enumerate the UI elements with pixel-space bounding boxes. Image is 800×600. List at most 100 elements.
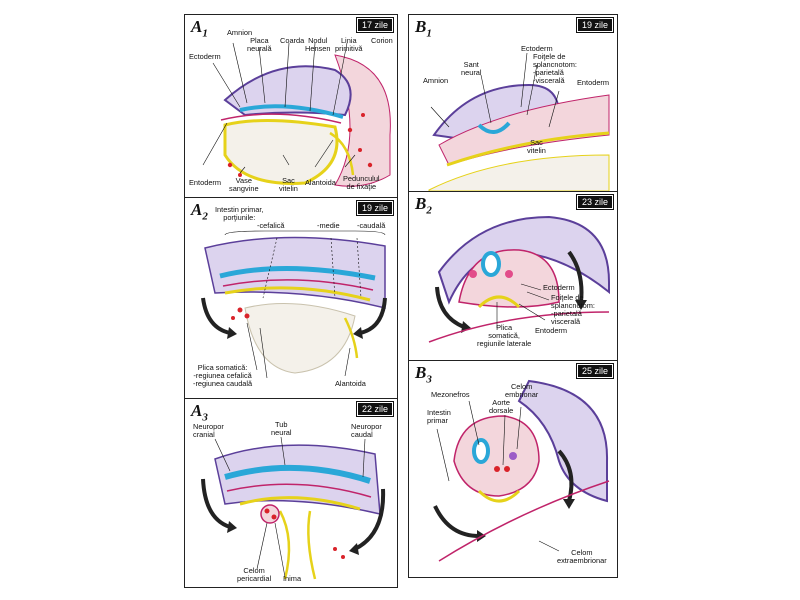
panel-a1-day-badge: 17 zile: [355, 17, 395, 33]
a3-folding-arrows: [201, 478, 386, 551]
b2-label-plica: Plica somatică, regiunile laterale: [477, 323, 532, 348]
a3-label-neuropor-cranial: Neuropor cranial: [193, 422, 224, 439]
a2-ectoderm: [219, 265, 376, 281]
panel-b3-day-badge: 25 zile: [575, 363, 615, 379]
a2-folding-arrows: [201, 297, 387, 335]
a3-leader-lines: [214, 436, 366, 578]
b2-endoderm-fold: [477, 295, 521, 309]
a1-ectoderm: [239, 104, 344, 119]
a1-label-corion: Corion: [371, 36, 393, 45]
panel-b2-illustration: [428, 215, 610, 343]
a3-blood-vessels: [264, 508, 345, 559]
panel-a1-label: A1: [191, 17, 208, 40]
a2-leader-lines: [246, 322, 351, 379]
b1-label-amnion: Amnion: [423, 76, 449, 85]
a1-label-entoderm: Entoderm: [189, 178, 222, 187]
a3-label-tub: Tub neural: [271, 420, 292, 437]
b3-mesonephros: [509, 452, 517, 460]
a3-arrow-head-right: [349, 543, 359, 555]
panel-b3-label: B3: [415, 363, 432, 386]
a2-label-cefalica: -cefalică: [257, 221, 285, 230]
a1-yolk-sac: [223, 118, 339, 185]
a2-arrow-head-left: [227, 327, 237, 339]
panel-b1: B1 19 zile Ectoderm Foiţele de splancnot…: [409, 15, 617, 191]
a2-label-intestin: Intestin primar, porţiunile:: [215, 205, 264, 222]
a2-label-medie: -medie: [317, 221, 340, 230]
a1-label-sac: Sac vitelin: [279, 176, 298, 193]
b3-folding-arrows: [433, 449, 574, 538]
a1-mesoderm-outline: [220, 113, 342, 124]
b1-leader-lines: [430, 52, 560, 128]
a2-endoderm: [224, 286, 371, 302]
b3-label-celom-embrionar: Celom embrionar: [505, 382, 539, 399]
right-column-frame: B1 19 zile Ectoderm Foiţele de splancnot…: [408, 14, 618, 578]
b1-label-entoderm: Entoderm: [577, 78, 610, 87]
b1-label-foitele: Foiţele de splancnotom: -parietală -visc…: [533, 52, 577, 85]
b3-label-intestin: Intestin primar: [427, 408, 451, 425]
a1-label-placa: Placa neurală: [247, 36, 272, 53]
b1-label-sant: Sant neural: [461, 60, 482, 77]
b2-leader-lines: [496, 283, 550, 328]
b1-neural-groove: [477, 121, 511, 134]
panel-b3-illustration: [433, 379, 610, 562]
a2-label-caudala: -caudală: [357, 221, 386, 230]
panel-b2-label: B2: [415, 194, 432, 217]
a1-label-nodul: Nodul Hensen: [305, 36, 331, 53]
a1-label-linia: Linia primitivă: [335, 36, 363, 53]
b3-gut: [477, 489, 521, 503]
b3-amnion-cavity: [517, 379, 609, 503]
divider-a1-a2: [185, 197, 397, 198]
panel-a3-label: A3: [191, 401, 208, 424]
a1-blood-vessels: [227, 113, 373, 177]
panel-a2-illustration: [201, 230, 387, 379]
divider-b1-b2: [409, 191, 617, 192]
a1-label-amnion: Amnion: [227, 28, 253, 37]
b1-yolk-sac: [428, 154, 610, 191]
b3-arrow-head-right: [563, 499, 575, 509]
a3-heart: [260, 504, 280, 524]
panel-a2-day-badge: 19 zile: [355, 200, 395, 216]
b2-somites: [469, 270, 513, 278]
b2-label-ectoderm: Ectoderm: [543, 283, 575, 292]
a1-label-coarda: Coarda: [280, 36, 305, 45]
panel-a3-day-badge: 22 zile: [355, 401, 395, 417]
a2-brace: [224, 230, 386, 236]
panel-a3: A3 22 zile Neuropor cranial Tub neural N…: [185, 399, 397, 587]
a3-label-celom: Celom pericardial: [237, 566, 272, 583]
a2-label-alantoida: Alantoida: [335, 379, 366, 388]
a1-leader-lines: [202, 42, 356, 174]
b3-label-aorte: Aorte dorsale: [489, 398, 514, 415]
b1-label-ectoderm: Ectoderm: [521, 44, 553, 53]
a3-mesoderm: [226, 483, 372, 498]
b2-arrow-head-right: [575, 300, 587, 310]
left-column-frame: A1 17 zile Amnion Placa neurală Coarda N…: [184, 14, 398, 588]
a2-label-plica: Plica somatică: -regiunea cefalică -regi…: [193, 363, 253, 388]
a3-label-neuropor-caudal: Neuropor caudal: [351, 422, 382, 439]
b2-label-foitele: Foiţele de splancnotom: -parietală visce…: [551, 293, 595, 326]
divider-b2-b3: [409, 360, 617, 361]
a3-yolk-stalk: [278, 510, 317, 580]
panel-a1-illustration: [202, 42, 391, 187]
a1-label-alantoida: Alantoida: [305, 178, 336, 187]
a3-gut-endoderm: [239, 496, 361, 511]
a1-label-peduncul: Pedunculul de fixaţie: [343, 174, 380, 191]
b3-neural-tube: [472, 438, 490, 464]
a3-neural-tube: [224, 464, 371, 484]
panel-b3: B3 25 zile Celom embrionar Mezonefros Ao…: [409, 361, 617, 577]
a2-allantois: [343, 317, 359, 359]
a3-label-inima: Inima: [283, 574, 302, 583]
b1-label-sac: Sac vitelin: [527, 138, 546, 155]
a2-blood-vessels: [231, 307, 250, 320]
panel-b1-day-badge: 19 zile: [575, 17, 615, 33]
b3-embryo-body: [453, 415, 540, 497]
b1-endoderm: [446, 131, 610, 167]
divider-a2-a3: [185, 398, 397, 399]
panel-a2: A2 19 zile Intestin primar, porţiunile:: [185, 198, 397, 398]
a2-arrow-head-right: [353, 327, 363, 339]
a1-label-ectoderm: Ectoderm: [189, 52, 221, 61]
panel-b2: B2 23 zile Ectoderm Foiţele de splancnot…: [409, 192, 617, 360]
panel-a3-illustration: [201, 436, 386, 580]
a1-chorion-tissue: [334, 54, 391, 187]
panel-b2-day-badge: 23 zile: [575, 194, 615, 210]
a1-label-vase: Vase sangvine: [229, 176, 259, 193]
